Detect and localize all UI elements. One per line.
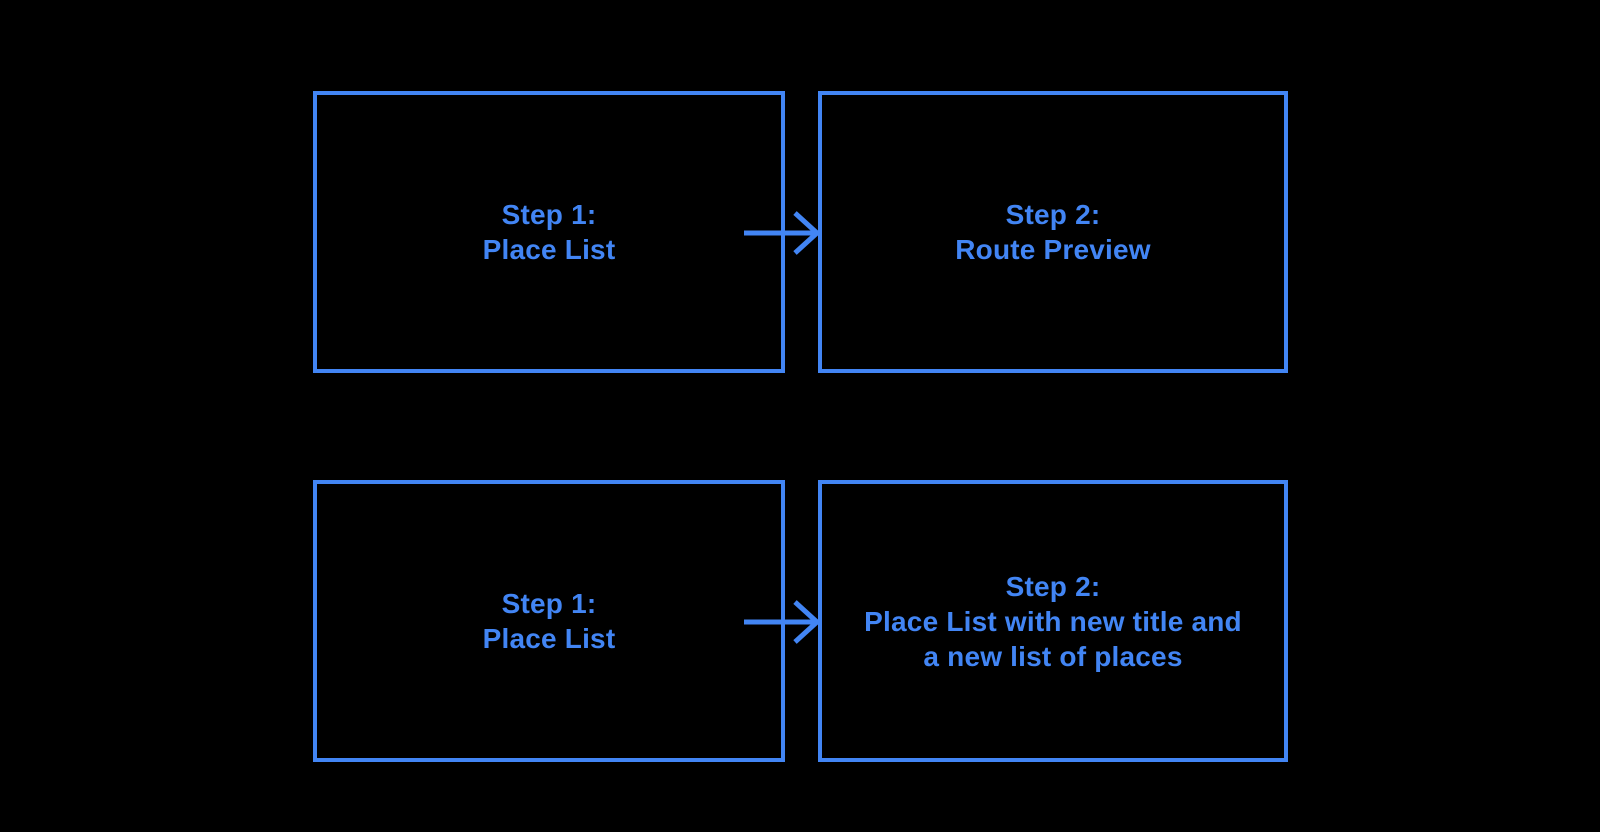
node-label: Step 1: Place List	[483, 197, 616, 267]
arrow-right-icon	[744, 600, 821, 644]
flow-node-step2-route-preview: Step 2: Route Preview	[818, 91, 1288, 373]
node-text-line: Place List with new title and	[864, 605, 1242, 637]
flow-node-step1-place-list-top: Step 1: Place List	[313, 91, 785, 373]
node-text-line: Place List	[482, 623, 616, 654]
node-text-line: Place List	[482, 234, 616, 265]
node-text-line: Step 2:	[1005, 199, 1101, 230]
node-text-line: Step 2:	[1005, 570, 1101, 602]
flow-node-step1-place-list-bottom: Step 1: Place List	[313, 480, 785, 762]
node-label: Step 2: Place List with new title and a …	[864, 569, 1242, 674]
node-label: Step 1: Place List	[483, 586, 616, 656]
node-text-line: Route Preview	[955, 234, 1151, 265]
arrow-right-icon	[744, 211, 821, 255]
node-text-line: a new list of places	[923, 640, 1183, 672]
node-text-line: Step 1:	[501, 199, 597, 230]
flow-node-step2-place-list-new: Step 2: Place List with new title and a …	[818, 480, 1288, 762]
node-text-line: Step 1:	[501, 588, 597, 619]
node-label: Step 2: Route Preview	[955, 197, 1151, 267]
